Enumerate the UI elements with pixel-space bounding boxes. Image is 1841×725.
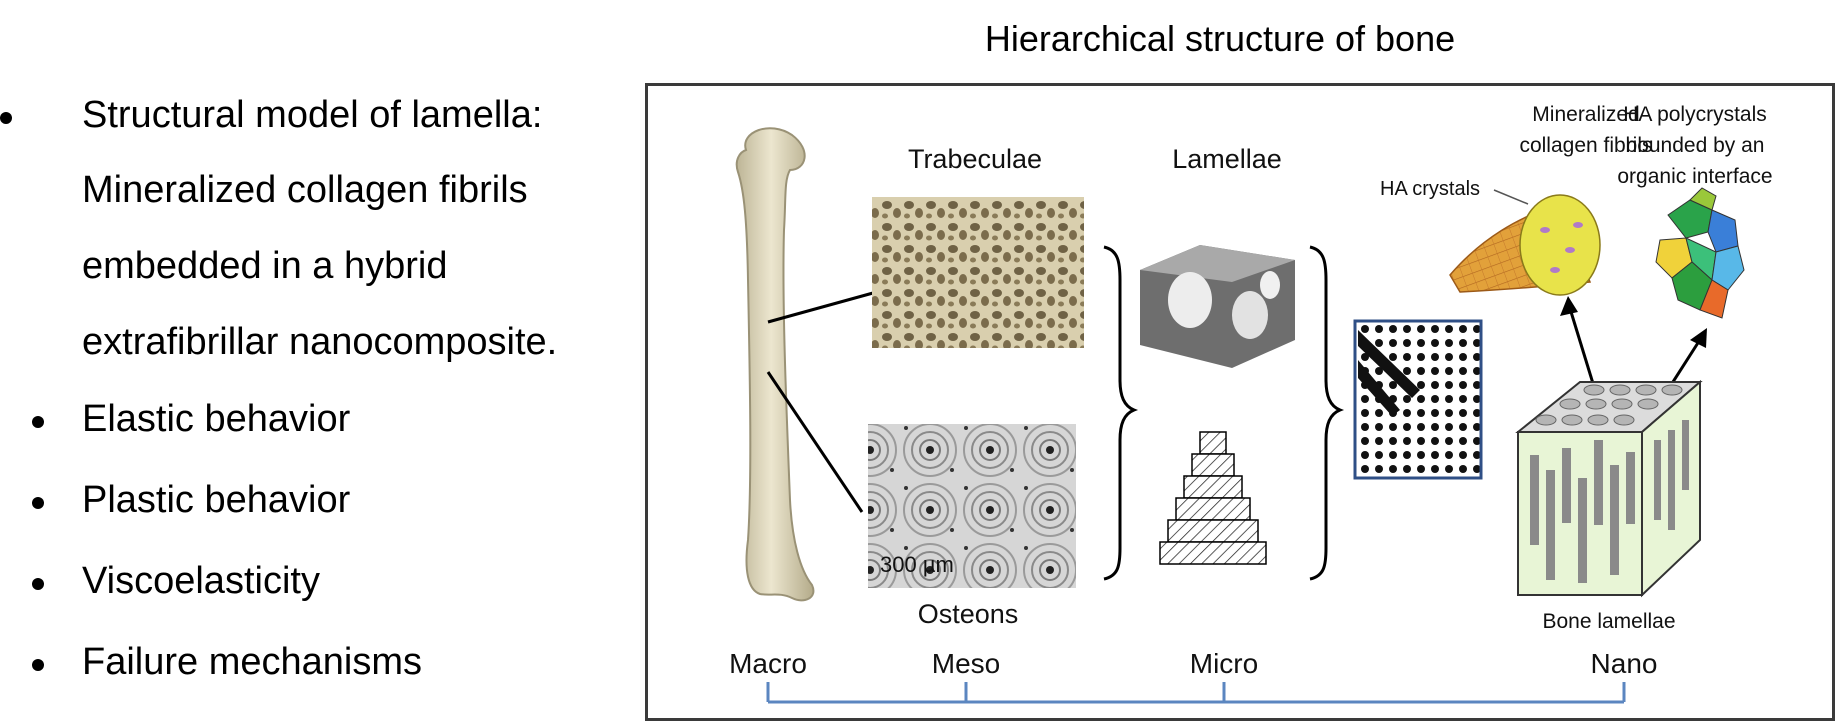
arrow-to-polycrystals-head (1690, 328, 1707, 348)
scale-label-meso: Meso (932, 648, 1000, 679)
trabeculae-image (872, 197, 1084, 348)
bullet-marker (32, 416, 44, 428)
bullet-marker (32, 497, 44, 509)
bullet-marker (32, 659, 44, 671)
ha-polycrystals-label-line3: organic interface (1617, 165, 1772, 188)
right-brace (1309, 245, 1345, 581)
lamellae-label: Lamellae (1172, 144, 1282, 174)
bullet-list: Structural model of lamella: Mineralized… (0, 0, 620, 725)
osteons-label: Osteons (918, 599, 1019, 629)
scale-axis: Macro Meso Micro Nano (729, 648, 1658, 704)
ha-crystals-label: HA crystals (1380, 178, 1480, 200)
bullet-text: Elastic behavior (82, 398, 351, 440)
trabeculae-label: Trabeculae (908, 144, 1042, 174)
osteons-image (868, 424, 1076, 588)
collagen-fibril-image (1449, 194, 1601, 296)
scale-label-nano: Nano (1591, 648, 1658, 679)
ha-polycrystals-label-line2: bounded by an (1626, 134, 1765, 157)
bullet-text-continued: embedded in a hybrid (82, 245, 448, 287)
bone-lamellae-cube (1515, 379, 1703, 598)
scale-label-macro: Macro (729, 648, 807, 679)
connector-line (766, 371, 864, 513)
bullet-text-continued: extrafibrillar nanocomposite. (82, 321, 558, 363)
diagram-frame (645, 83, 1835, 721)
micro-image (1353, 319, 1483, 480)
diagram-title: Hierarchical structure of bone (984, 18, 1456, 59)
bullet-marker (0, 112, 12, 124)
bullet-text: Plastic behavior (82, 479, 351, 521)
ha-polycrystals-image (1655, 187, 1745, 319)
mineralized-fibrils-label-line1: Mineralized (1532, 103, 1639, 126)
lamellae-block-image (1140, 245, 1295, 368)
ha-polycrystals-label-line1: HA polycrystals (1623, 103, 1767, 126)
scale-label-micro: Micro (1190, 648, 1258, 679)
left-brace (1103, 245, 1139, 581)
arrow-to-fibril-head (1560, 296, 1578, 316)
bullet-text: Failure mechanisms (82, 641, 422, 683)
bullet-text: Viscoelasticity (82, 560, 320, 602)
mineralized-fibrils-label-line2: collagen fibrils (1519, 134, 1652, 157)
osteon-lamellae-stack (1159, 431, 1267, 565)
bullet-marker (32, 578, 44, 590)
arrow-to-fibril (1566, 301, 1597, 391)
ha-crystals-pointer (1493, 189, 1529, 205)
bullet-text: Structural model of lamella: (82, 94, 543, 136)
bone-lamellae-label: Bone lamellae (1542, 610, 1675, 633)
scale-bar-label: 300 µm (880, 552, 954, 577)
bullet-text-continued: Mineralized collagen fibrils (82, 169, 528, 211)
connector-line (767, 291, 874, 324)
femur-image (735, 127, 815, 602)
